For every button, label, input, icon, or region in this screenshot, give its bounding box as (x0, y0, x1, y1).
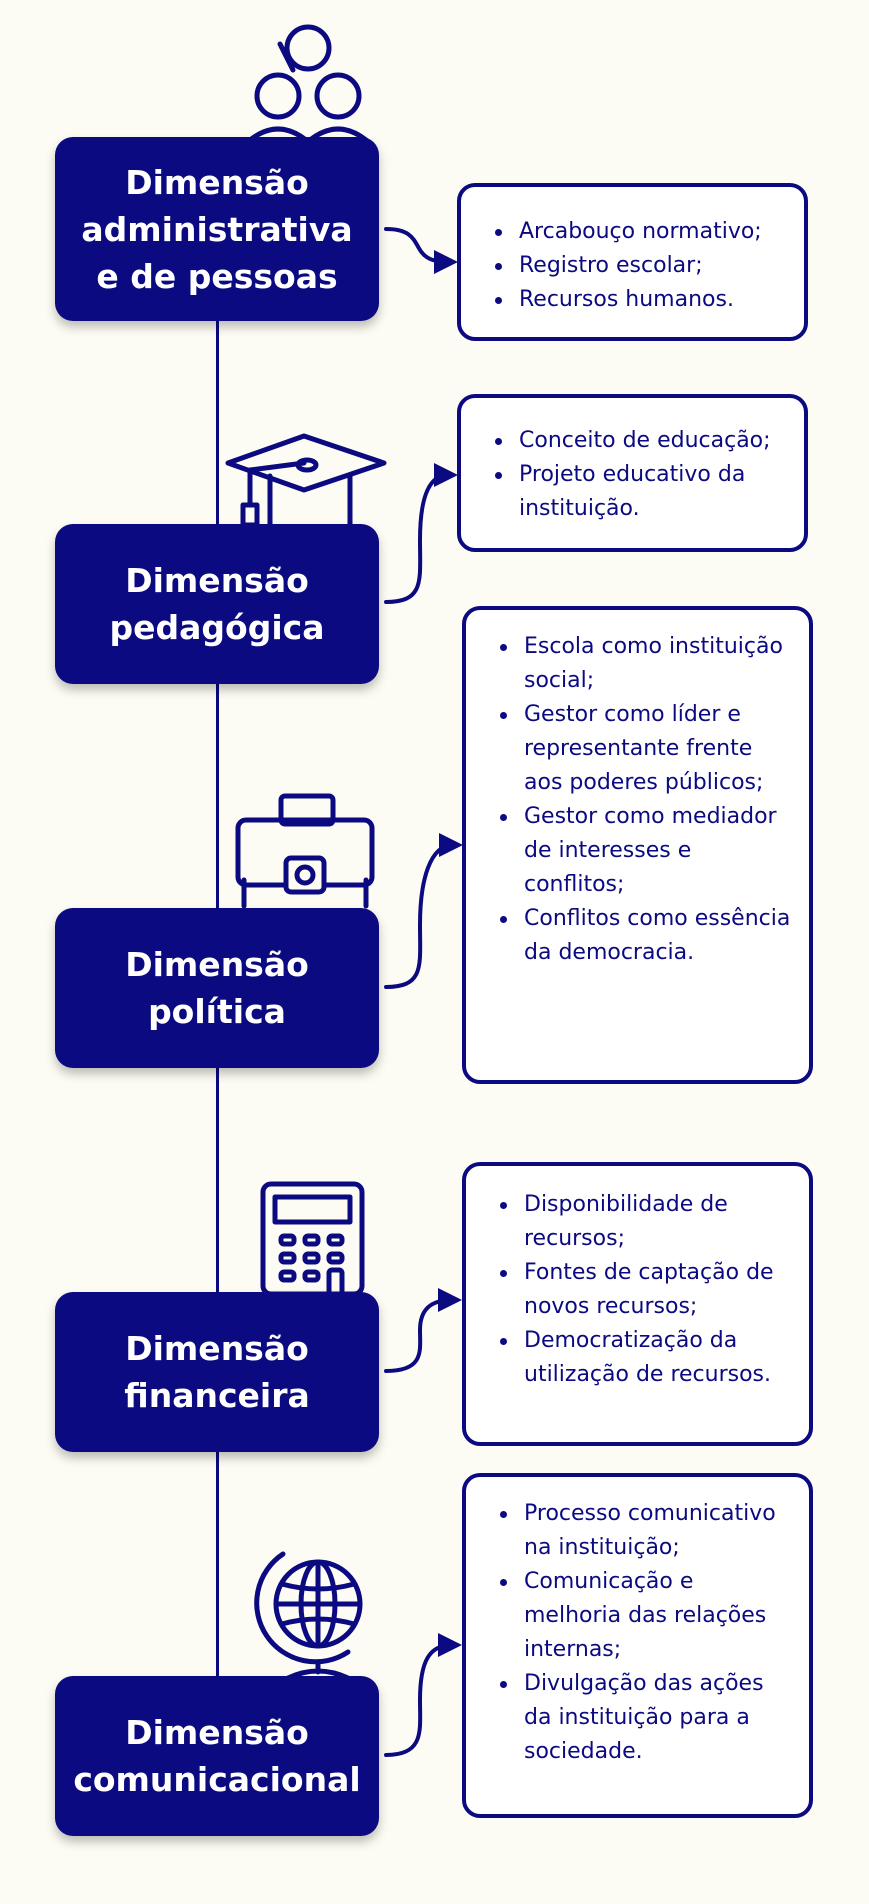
list-item: Gestor como mediador de interesses e con… (494, 800, 793, 902)
list-item: Gestor como líder e representante frente… (494, 698, 793, 800)
list-item: Conflitos como essência da democracia. (494, 902, 793, 970)
list-item: Disponibilidade de recursos; (494, 1188, 793, 1256)
dimension-pedagogical: Dimensão pedagógica (55, 524, 379, 684)
list-item: Escola como instituição social; (494, 630, 793, 698)
dimension-title: Dimensão política (125, 945, 309, 1031)
dimension-financial: Dimensão financeira (55, 1292, 379, 1452)
details-administrative: Arcabouço normativo; Registro escolar; R… (457, 183, 808, 341)
list-item: Processo comunicativo na instituição; (494, 1497, 793, 1565)
list-item: Divulgação das ações da instituição para… (494, 1667, 793, 1769)
dimension-title: Dimensão financeira (124, 1329, 310, 1415)
briefcase-icon (235, 793, 375, 909)
dimension-administrative: Dimensão administrativa e de pessoas (55, 137, 379, 321)
list-item: Arcabouço normativo; (489, 215, 800, 249)
list-item: Fontes de captação de novos recursos; (494, 1256, 793, 1324)
dimension-title: Dimensão comunicacional (73, 1713, 361, 1799)
list-item: Projeto educativo da instituição. (489, 458, 798, 526)
list-item: Comunicação e melhoria das relações inte… (494, 1565, 793, 1667)
details-financial: Disponibilidade de recursos; Fontes de c… (462, 1162, 813, 1446)
graduation-cap-icon (225, 433, 387, 528)
dimension-title: Dimensão administrativa e de pessoas (81, 162, 353, 296)
list-item: Conceito de educação; (489, 424, 798, 458)
list-item: Recursos humanos. (489, 283, 800, 317)
connector-arrow (384, 1633, 462, 1757)
list-item: Registro escolar; (489, 249, 800, 283)
people-icon (247, 24, 369, 143)
dimension-communication: Dimensão comunicacional (55, 1676, 379, 1836)
connector-arrow (384, 833, 463, 989)
details-communication: Processo comunicativo na instituição; Co… (462, 1473, 813, 1818)
globe-icon (254, 1551, 363, 1681)
list-item: Democratização da utilização de recursos… (494, 1324, 793, 1392)
dimension-political: Dimensão política (55, 908, 379, 1068)
connector-arrow (384, 463, 458, 604)
details-pedagogical: Conceito de educação; Projeto educativo … (457, 394, 808, 552)
connector-arrow (384, 1288, 462, 1373)
details-political: Escola como instituição social; Gestor c… (462, 606, 813, 1084)
connector-arrow (384, 227, 458, 274)
dimension-title: Dimensão pedagógica (109, 561, 325, 647)
